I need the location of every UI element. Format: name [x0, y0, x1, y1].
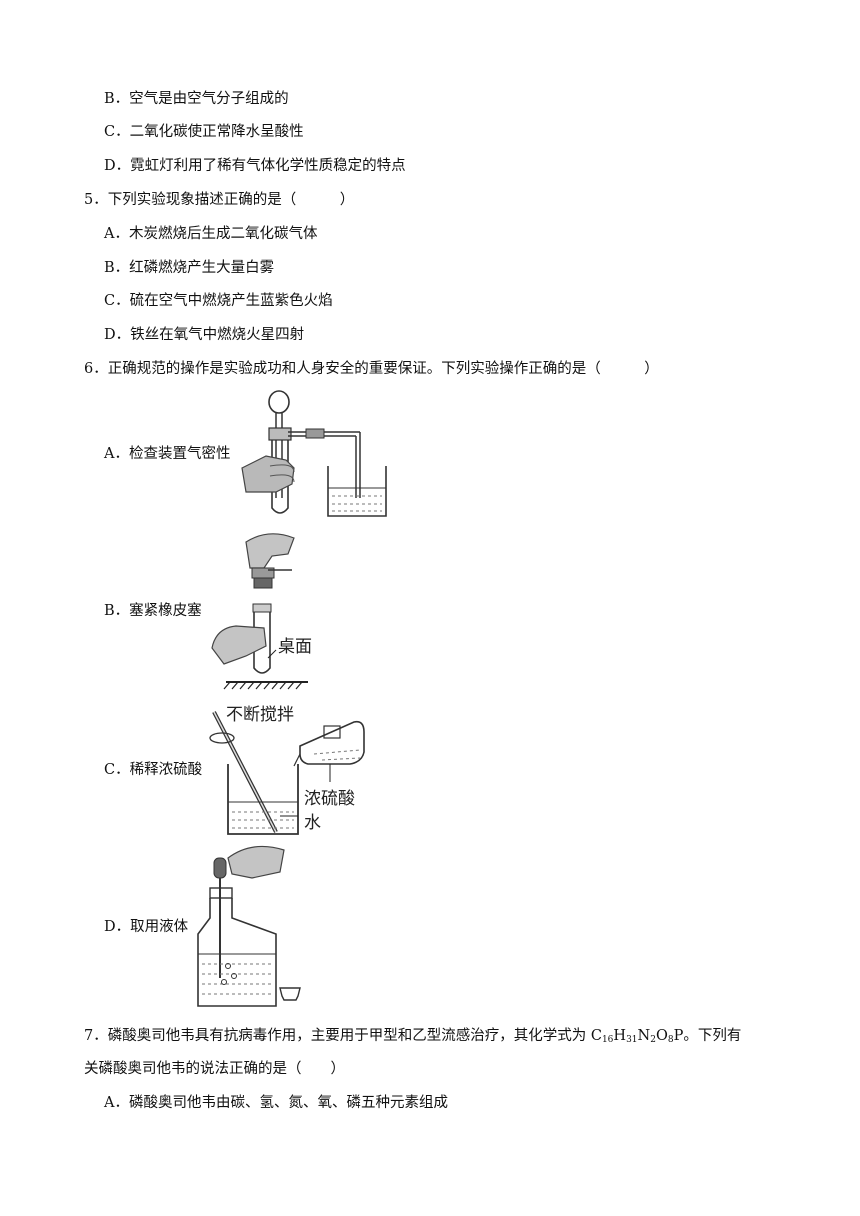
- q7-option-a: A．磷酸奥司他韦由碳、氢、氮、氧、磷五种元素组成: [104, 1095, 448, 1111]
- q7-formula: C16H31N2O8P: [590, 1028, 684, 1045]
- q6-option-d: D．取用液体: [104, 919, 189, 935]
- q4-option-d: D．霓虹灯利用了稀有气体化学性质稳定的特点: [104, 158, 406, 174]
- q7-stem-line1: 7．磷酸奥司他韦具有抗病毒作用，主要用于甲型和乙型流感治疗，其化学式为 C16H…: [84, 1026, 741, 1046]
- q7-stem-line2: 关磷酸奥司他韦的说法正确的是（ ）: [84, 1061, 345, 1077]
- q6-option-b: B．塞紧橡皮塞: [104, 603, 202, 619]
- q6-option-a: A．检查装置气密性: [104, 446, 231, 462]
- q5-option-d: D．铁丝在氧气中燃烧火星四射: [104, 327, 305, 343]
- q5-option-c: C．硫在空气中燃烧产生蓝紫色火焰: [104, 293, 333, 309]
- q5-stem: 5．下列实验现象描述正确的是（ ）: [84, 192, 355, 208]
- dilute-sulfuric-acid-figure: 不断搅拌 浓硫酸 水: [204, 700, 368, 838]
- q6-option-c: C．稀释浓硫酸: [104, 762, 203, 778]
- q4-option-b: B．空气是由空气分子组成的: [104, 91, 289, 107]
- dropper-liquid-figure: [192, 838, 310, 1014]
- q6-stem: 6．正确规范的操作是实验成功和人身安全的重要保证。下列实验操作正确的是（ ）: [84, 361, 659, 377]
- q5-option-a: A．木炭燃烧后生成二氧化碳气体: [104, 226, 318, 242]
- q4-option-c: C．二氧化碳使正常降水呈酸性: [104, 124, 304, 140]
- insert-rubber-stopper-figure: 桌面: [206, 528, 316, 690]
- water-label: 水: [304, 813, 321, 833]
- stir-constantly-label: 不断搅拌: [226, 705, 294, 725]
- q7-stem-part2: 。下列有: [683, 1028, 742, 1044]
- airtightness-check-figure: [236, 388, 396, 522]
- table-surface-label: 桌面: [278, 637, 312, 657]
- concentrated-acid-label: 浓硫酸: [304, 789, 355, 809]
- q7-stem-part1: 7．磷酸奥司他韦具有抗病毒作用，主要用于甲型和乙型流感治疗，其化学式为: [84, 1028, 591, 1044]
- q5-option-b: B．红磷燃烧产生大量白雾: [104, 260, 275, 276]
